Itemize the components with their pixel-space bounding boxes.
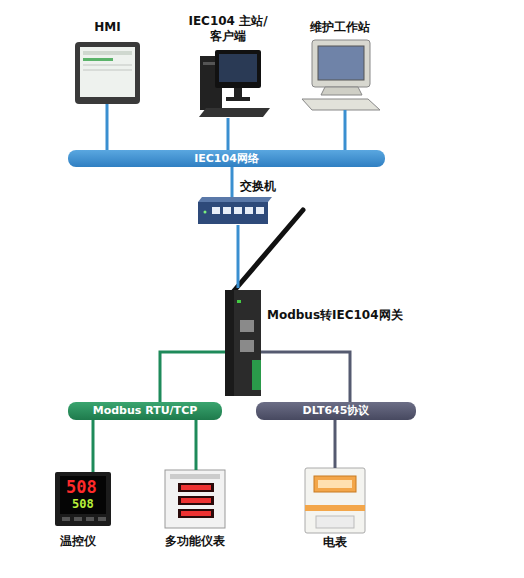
- hmi-device: HMI: [75, 42, 140, 104]
- device-label: Modbus转IEC104网关: [267, 308, 403, 323]
- device-label: 交换机: [228, 179, 288, 194]
- field-device: 多功能仪表: [165, 470, 225, 528]
- device-label: 温控仪: [35, 534, 121, 549]
- band-label: DLT645协议: [256, 403, 416, 418]
- band-label: IEC104网络: [68, 151, 385, 166]
- device-label: IEC104 主站/客户端: [188, 14, 268, 44]
- protocol-band: DLT645协议: [256, 402, 416, 420]
- network-link: [160, 352, 225, 402]
- network-link: [92, 420, 95, 472]
- gateway-device: [225, 210, 303, 396]
- device-label: 维护工作站: [295, 20, 385, 35]
- network-band: IEC104网络: [68, 150, 385, 167]
- gateway-device: Modbus转IEC104网关: [225, 288, 261, 396]
- display-digits: 508: [66, 477, 97, 497]
- master-computer: [199, 50, 270, 117]
- switch-device: 交换机: [198, 197, 270, 225]
- electric-meter: [305, 468, 365, 533]
- network-link: [261, 352, 350, 402]
- network-switch: [198, 197, 272, 224]
- network-link: [106, 104, 109, 150]
- temperature-controller: [55, 472, 111, 526]
- device-label: HMI: [65, 20, 150, 35]
- network-link: [334, 420, 337, 468]
- network-link: [237, 225, 240, 288]
- hmi-tablet: [75, 42, 140, 104]
- device-label: 电表: [285, 535, 385, 550]
- display-digits: 508: [72, 497, 94, 511]
- field-device: 电表: [305, 468, 365, 533]
- network-link: [344, 110, 347, 150]
- protocol-band: Modbus RTU/TCP: [68, 402, 222, 420]
- network-link: [227, 118, 230, 150]
- band-label: Modbus RTU/TCP: [68, 403, 222, 418]
- workstation: [302, 40, 380, 110]
- network-link: [231, 167, 234, 197]
- master-station: IEC104 主站/客户端: [198, 50, 270, 118]
- device-label: 多功能仪表: [145, 534, 245, 549]
- network-link: [195, 420, 198, 470]
- maintenance-workstation: 维护工作站: [300, 40, 380, 110]
- multifunction-meter: [165, 470, 225, 528]
